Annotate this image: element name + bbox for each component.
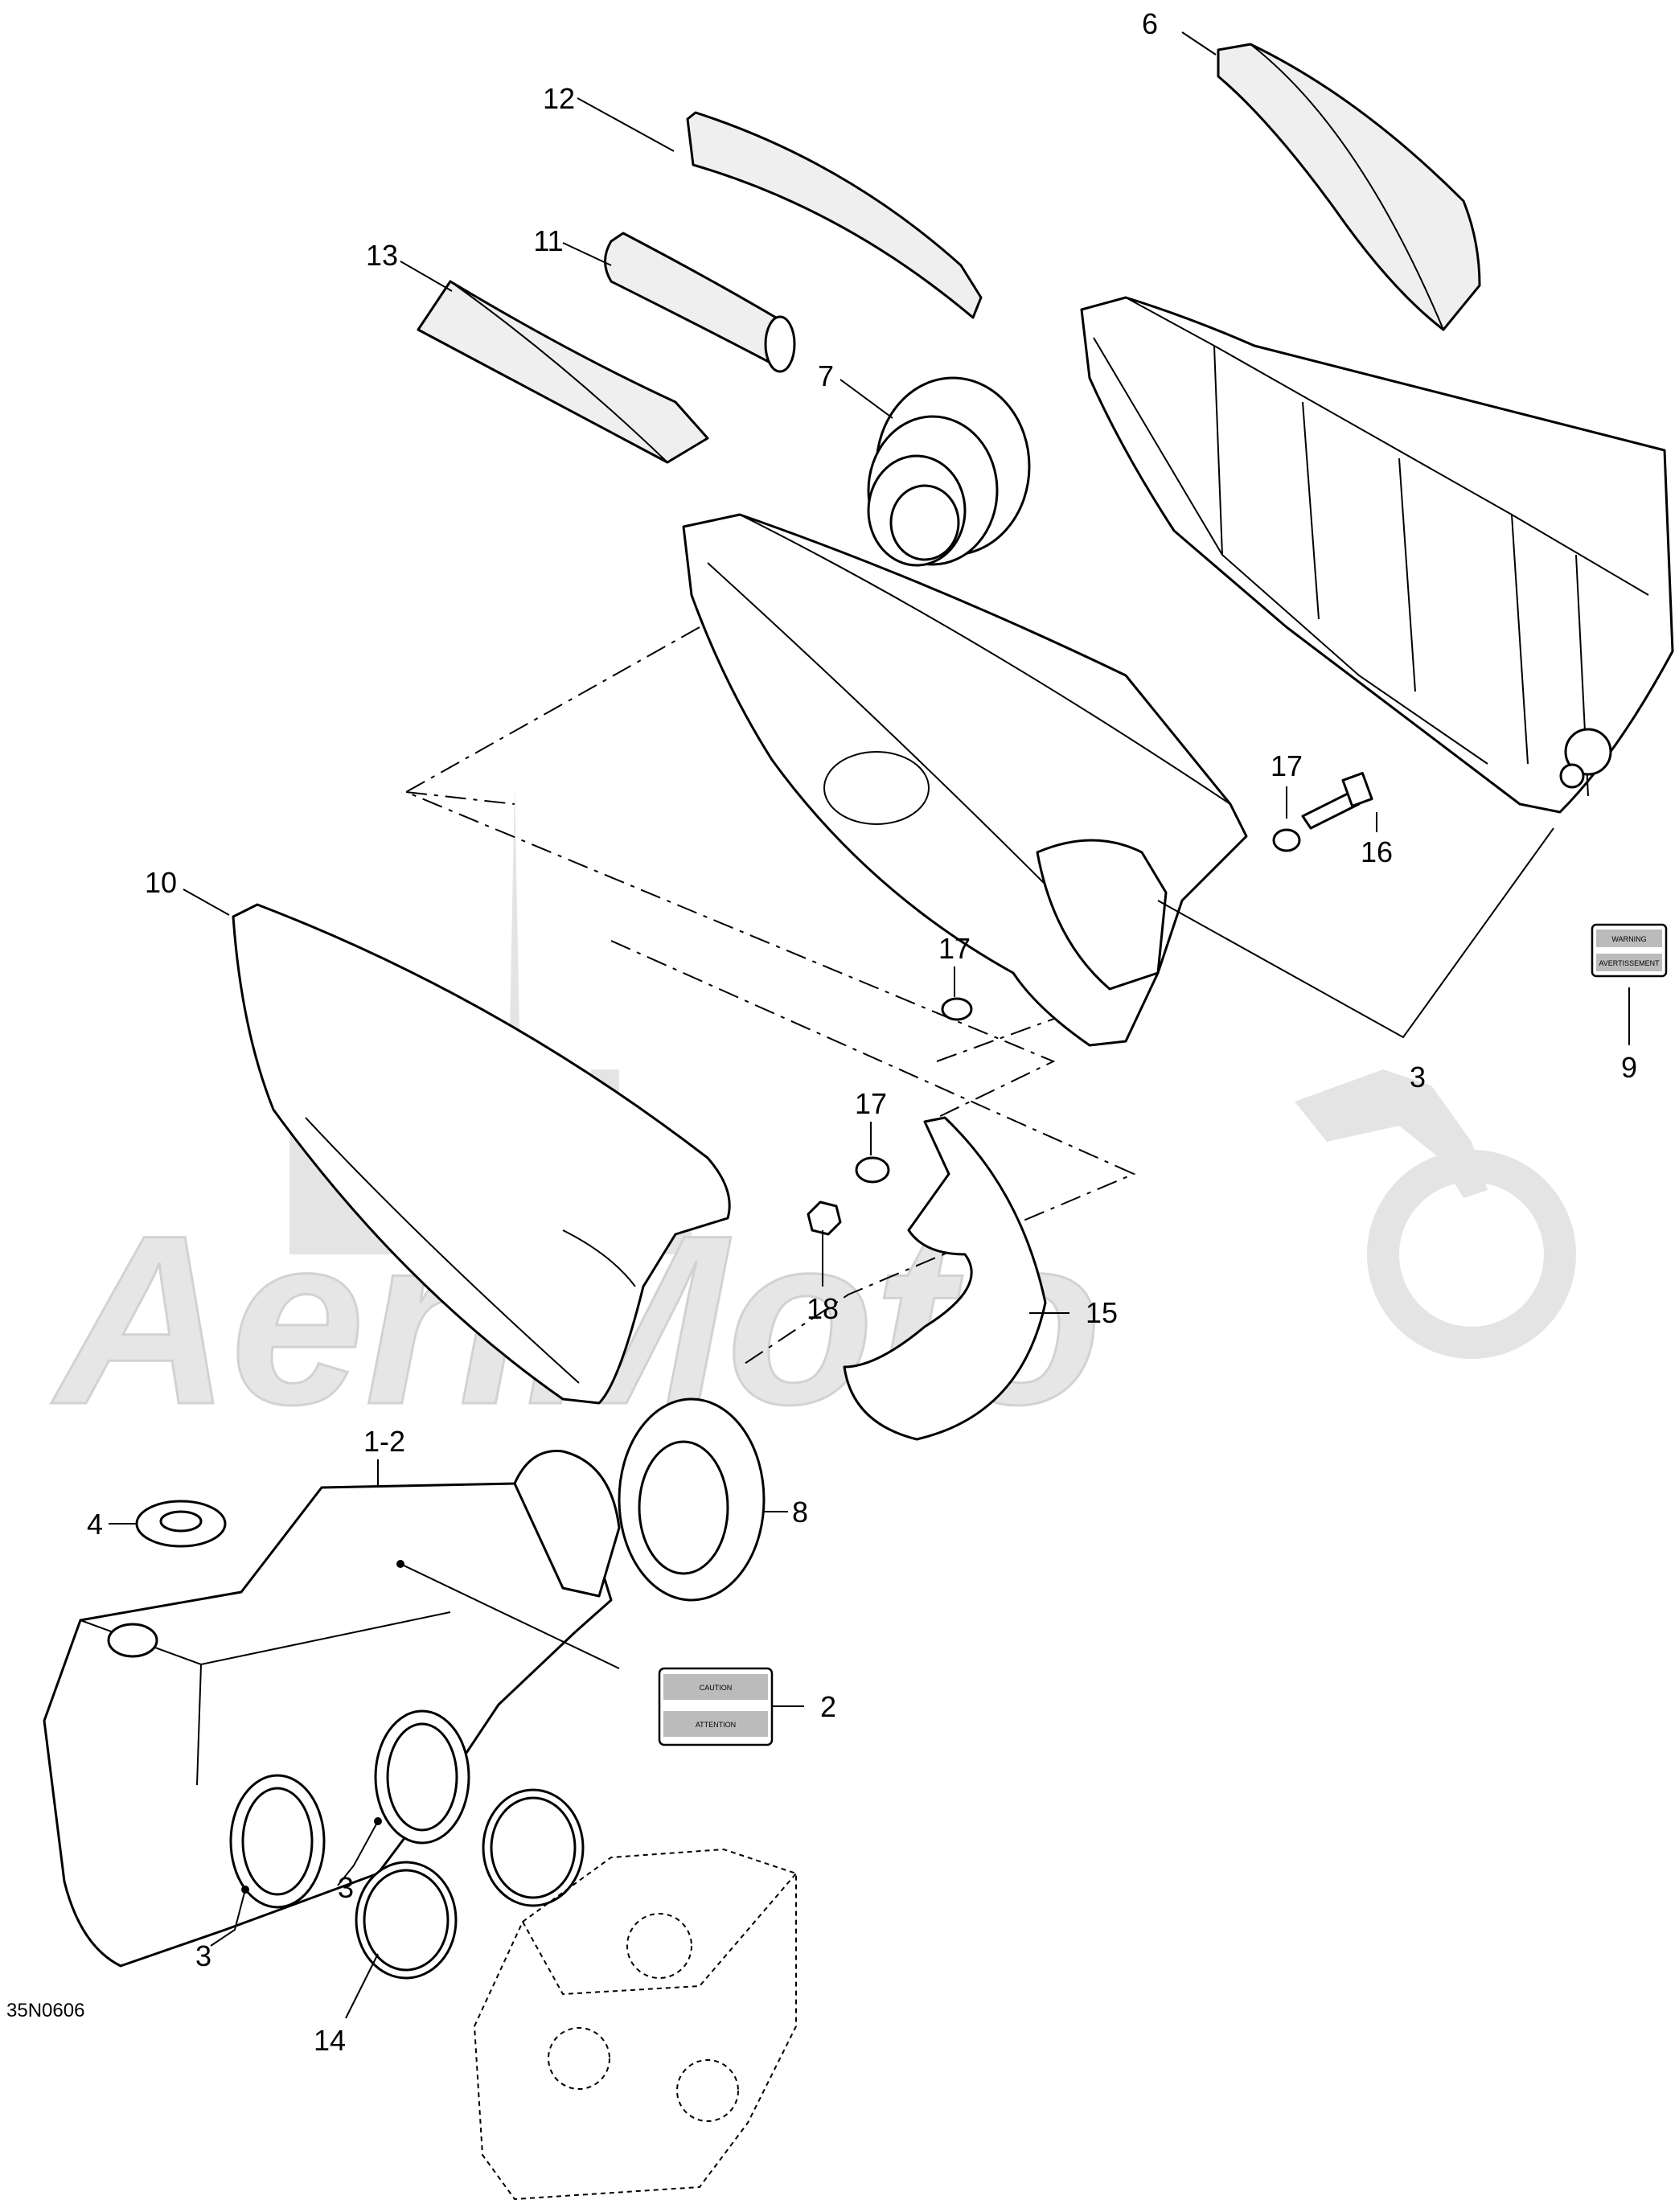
leader-lines <box>109 31 1630 2019</box>
part-11-round-filter <box>604 232 796 373</box>
part-12-filter <box>686 111 983 319</box>
part-13-foam-wedge <box>417 280 709 464</box>
drawing-code: 35N0606 <box>6 2000 84 2021</box>
caution-label-line1: CAUTION <box>700 1684 733 1692</box>
part-filter-housing <box>682 513 1248 1047</box>
part-6-foam-pad <box>1217 43 1481 331</box>
watermark-bike <box>1295 1069 1488 1198</box>
warning-label-part-9: WARNING AVERTISSEMENT <box>1591 923 1668 978</box>
callout-10: 10 <box>145 866 177 899</box>
callout-16: 16 <box>1361 835 1393 868</box>
callout-7: 7 <box>818 359 834 392</box>
engine-outline <box>473 1848 797 2201</box>
callout-3b: 3 <box>338 1871 354 1904</box>
part-8-seal <box>618 1397 766 1602</box>
callout-8: 8 <box>792 1496 808 1529</box>
label-9-line1: WARNING <box>1611 935 1646 943</box>
part-15-bracket <box>843 1116 1047 1441</box>
callout-2: 2 <box>820 1690 836 1723</box>
part-1-2-air-silencer <box>43 1450 621 1968</box>
callout-13: 13 <box>366 239 398 272</box>
callout-15: 15 <box>1086 1296 1118 1329</box>
part-10-left-cover <box>232 903 731 1405</box>
caution-label-part-2: CAUTION ATTENTION <box>658 1667 774 1746</box>
part-14-clamps <box>355 1788 585 1980</box>
callout-17b: 17 <box>938 932 971 965</box>
callout-18: 18 <box>807 1292 839 1325</box>
washer-17a <box>1272 828 1301 852</box>
part-4-grommet <box>135 1500 227 1548</box>
callout-11: 11 <box>533 224 563 257</box>
callout-3c: 3 <box>195 1939 211 1972</box>
washer-17c <box>855 1156 890 1184</box>
nut-18 <box>807 1200 842 1236</box>
callout-17a: 17 <box>1271 749 1303 782</box>
part-air-box-cover <box>1080 296 1674 814</box>
callout-4: 4 <box>87 1508 103 1541</box>
callout-17c: 17 <box>855 1087 887 1120</box>
callout-3a: 3 <box>1410 1061 1426 1094</box>
washer-17b <box>941 997 973 1021</box>
part-7-boot <box>867 376 1031 567</box>
label-9-line2: AVERTISSEMENT <box>1599 959 1660 967</box>
hardware-16-17 <box>807 772 1373 1236</box>
watermark: AeriMoto <box>47 784 1576 1456</box>
callout-numbers: 6 12 11 13 7 17 16 10 17 3 9 17 18 15 1-… <box>87 7 1637 2057</box>
callout-1-2: 1-2 <box>363 1425 405 1458</box>
caution-label-line2: ATTENTION <box>696 1721 736 1729</box>
callout-6: 6 <box>1142 7 1158 40</box>
callout-9: 9 <box>1621 1051 1637 1084</box>
callout-12: 12 <box>543 82 575 115</box>
callout-14: 14 <box>314 2024 346 2057</box>
